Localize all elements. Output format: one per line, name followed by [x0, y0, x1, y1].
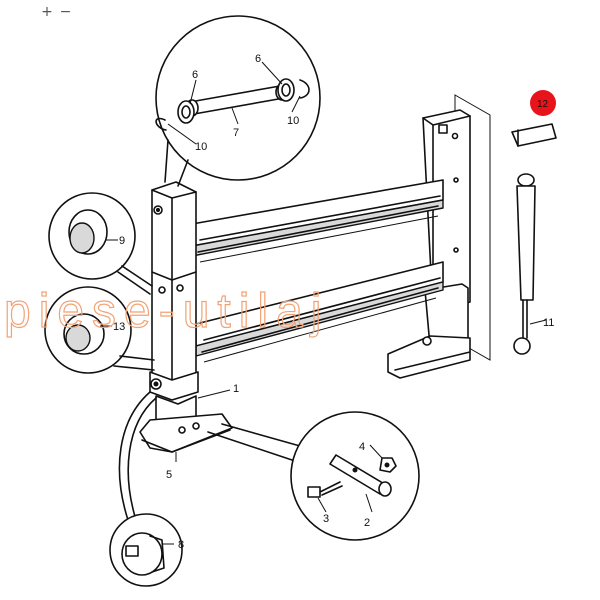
callout-4[interactable]: 4	[359, 441, 365, 453]
zoom-controls: + −	[40, 4, 72, 20]
callout-3[interactable]: 3	[323, 513, 329, 525]
callout-10-left[interactable]: 10	[195, 141, 207, 153]
watermark-text: piese-utilaj	[4, 285, 329, 338]
callout-10-right[interactable]: 10	[287, 115, 299, 127]
detail-plug-8	[109, 391, 183, 587]
callout-6-left[interactable]: 6	[192, 69, 198, 81]
callout-6-right[interactable]: 6	[255, 53, 261, 65]
callout-8[interactable]: 8	[178, 539, 184, 551]
callout-12[interactable]: 12	[537, 99, 549, 110]
callout-11[interactable]: 11	[543, 317, 554, 329]
callout-2[interactable]: 2	[364, 517, 370, 529]
detail-plug-13	[44, 286, 155, 374]
zoom-in-button[interactable]: +	[41, 4, 53, 20]
callout-13[interactable]: 13	[113, 321, 125, 333]
detail-pin-assembly	[155, 15, 321, 187]
detail-cap-9	[48, 192, 153, 295]
cap-12	[511, 90, 557, 147]
callout-7[interactable]: 7	[233, 127, 239, 139]
callout-9[interactable]: 9	[119, 235, 125, 247]
callout-5[interactable]: 5	[166, 469, 172, 481]
detail-bolt-assembly	[207, 411, 420, 541]
highlight-marker[interactable]	[530, 90, 556, 116]
gas-strut-11	[513, 173, 547, 355]
frame-assembly	[139, 94, 491, 453]
zoom-out-button[interactable]: −	[59, 4, 72, 20]
callout-1[interactable]: 1	[233, 383, 239, 395]
